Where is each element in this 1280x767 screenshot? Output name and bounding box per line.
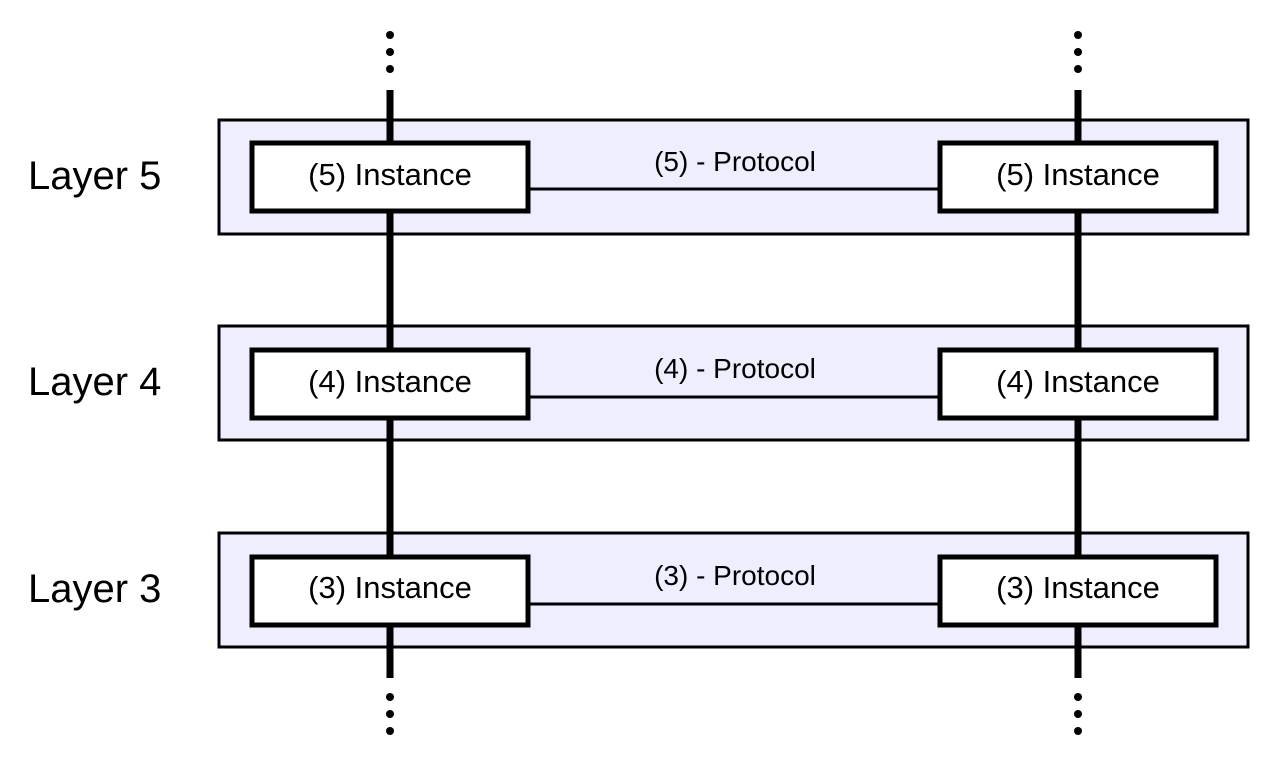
continuation-dots-top-left bbox=[386, 31, 394, 73]
layer-4-label: Layer 4 bbox=[28, 360, 161, 404]
layer-5-left-instance-label: (5) Instance bbox=[308, 157, 472, 192]
layer-4-left-instance-label: (4) Instance bbox=[308, 364, 472, 399]
layer-5-left-instance: (5) Instance bbox=[249, 140, 531, 214]
layer-4-left-instance: (4) Instance bbox=[249, 347, 531, 421]
layer-3-left-instance: (3) Instance bbox=[249, 554, 531, 628]
layer-5-right-instance: (5) Instance bbox=[937, 140, 1219, 214]
layer-3-right-instance-label: (3) Instance bbox=[996, 570, 1160, 605]
layer-5-right-instance-label: (5) Instance bbox=[996, 157, 1160, 192]
layer-4-right-instance: (4) Instance bbox=[937, 347, 1219, 421]
continuation-dots-bottom-right bbox=[1074, 693, 1082, 735]
layer-3-label: Layer 3 bbox=[28, 567, 161, 611]
layer-3-right-instance: (3) Instance bbox=[937, 554, 1219, 628]
layer-3-left-instance-label: (3) Instance bbox=[308, 570, 472, 605]
continuation-dots-bottom-left bbox=[386, 693, 394, 735]
layer-5-protocol-label: (5) - Protocol bbox=[654, 146, 816, 177]
layer-5-label: Layer 5 bbox=[28, 154, 161, 198]
layer-4-right-instance-label: (4) Instance bbox=[996, 364, 1160, 399]
layer-4-protocol-label: (4) - Protocol bbox=[654, 353, 816, 384]
continuation-dots-top-right bbox=[1074, 31, 1082, 73]
layer-3-protocol-label: (3) - Protocol bbox=[654, 560, 816, 591]
